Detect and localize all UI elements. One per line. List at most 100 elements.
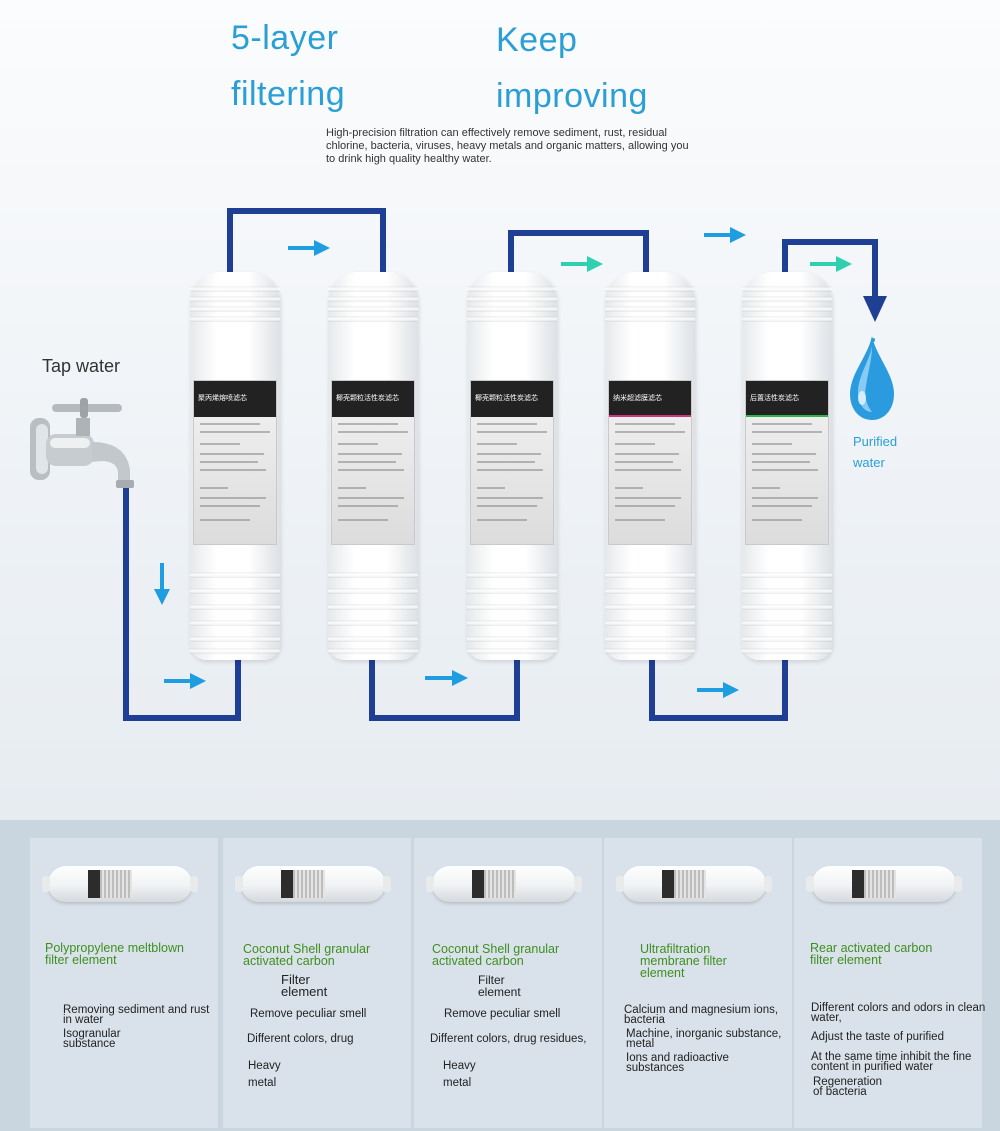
description-line-1: High-precision filtration can effectivel… [326, 127, 667, 139]
cartridge-ridge [190, 636, 280, 642]
cartridge-ridge [605, 636, 695, 642]
cartridge-label-text-line [200, 487, 228, 489]
card-2-title-line-1: Coconut Shell granular [243, 942, 371, 956]
cartridge-label-text-line [615, 469, 681, 471]
cartridge-ridge [328, 306, 418, 312]
cartridge-ridge [605, 316, 695, 322]
cartridge-ridge [605, 296, 695, 302]
card-4-text-2: bacteria [624, 1014, 665, 1026]
card-3-subtitle-line-1: Filter [478, 973, 505, 987]
card-4-text-3: Machine, inorganic substance, [626, 1028, 782, 1040]
headline-right-line-1: Keep [496, 21, 578, 59]
purified-water-label: Purified water [853, 431, 897, 473]
cartridge-ridge [190, 286, 280, 292]
cartridge-label: 纳米超滤膜滤芯 [608, 380, 692, 545]
cartridge-label-text-line [338, 497, 404, 499]
cartridge-ridge [190, 648, 280, 654]
cartridge-label-text-line [752, 423, 812, 425]
cartridge-label-text-line [477, 497, 543, 499]
card-1-text-1: Removing sediment and rust [63, 1004, 210, 1016]
card-1-text-3: Isogranular [63, 1028, 121, 1040]
cartridge-label-stripe [194, 415, 276, 417]
cartridge-label-text-line [477, 469, 543, 471]
card-5-text-a: Different colors and odors in clean wate… [811, 1002, 986, 1024]
cartridge-ridge [328, 636, 418, 642]
cartridge-label-title: 后置活性炭滤芯 [746, 381, 828, 415]
cartridge-label-text-line [752, 443, 792, 445]
cartridge-ridge [605, 648, 695, 654]
cartridge-ridge [328, 572, 418, 578]
card-5-text-5: content in purified water [811, 1061, 934, 1073]
description: High-precision filtration can effectivel… [326, 127, 736, 166]
cartridge-label-text-line [615, 519, 665, 521]
card-5-text-7: of bacteria [813, 1086, 867, 1098]
cartridge-label-text-line [338, 487, 366, 489]
cartridge-ridge [742, 588, 832, 594]
headline-right: Keep improving [496, 12, 648, 124]
card-5-text-1: Different colors and odors in clean [811, 1002, 986, 1014]
card-2-subtitle: Filter element [281, 972, 328, 999]
cartridge-label-text-line [477, 443, 517, 445]
card-5-title-line-1: Rear activated carbon [810, 941, 933, 955]
card-5-text-4: At the same time inhibit the fine [811, 1051, 972, 1063]
cartridge-ridge [467, 648, 557, 654]
mini-filter-image [806, 866, 962, 902]
cartridge-label-text-line [615, 423, 675, 425]
cartridge-label-stripe [332, 415, 414, 417]
card-4-title-line-3: element [640, 966, 685, 980]
cartridge-ridge [742, 604, 832, 610]
headline-left: 5-layer filtering [231, 10, 345, 122]
card-5-text-6: Regeneration [813, 1076, 883, 1088]
cartridge-label-text-line [752, 505, 812, 507]
cartridge-label-text-line [477, 461, 535, 463]
cartridge-label-title: 纳米超滤膜滤芯 [609, 381, 691, 415]
cartridge-label-text-line [615, 505, 675, 507]
cartridge-label-text-line [752, 461, 810, 463]
card-3-text-2: Different colors, drug residues, [430, 1033, 587, 1045]
cartridge-ridge [605, 588, 695, 594]
cartridge-ridge [190, 572, 280, 578]
card-2-subtitle-line-2: element [281, 984, 328, 999]
mini-filter-image [616, 866, 772, 902]
card-4-text-5: Ions and radioactive [626, 1052, 729, 1064]
purified-line-2: water [853, 455, 885, 470]
cartridge-label-text-line [200, 431, 270, 433]
cartridge-ridge [742, 648, 832, 654]
card-1-text-4: substance [63, 1038, 116, 1050]
cartridge-ridge [467, 620, 557, 626]
cartridge-ridge [328, 620, 418, 626]
cartridge-label-text-line [752, 469, 818, 471]
card-2-text-1: Remove peculiar smell [250, 1008, 367, 1020]
headline-left-line-1: 5-layer [231, 19, 339, 57]
cartridge-label: 椰壳颗粒活性炭滤芯 [331, 380, 415, 545]
cartridge-label-text-line [200, 443, 240, 445]
card-5-title-line-2: filter element [810, 953, 882, 967]
card-3-text-3: Heavy [443, 1060, 476, 1072]
cartridge-ridge [605, 604, 695, 610]
cartridge-ridge [605, 286, 695, 292]
card-2-text-4: metal [248, 1077, 277, 1089]
cartridge-ridge [742, 316, 832, 322]
cartridge-ridge [605, 572, 695, 578]
cartridge-ridge [467, 296, 557, 302]
cartridge-ridge [467, 604, 557, 610]
purified-line-1: Purified [853, 434, 898, 449]
info-card-4 [604, 838, 792, 1128]
cartridge-label-text-line [338, 461, 396, 463]
card-3-title-line-1: Coconut Shell granular [432, 942, 560, 956]
filter-cartridge-4: 纳米超滤膜滤芯 [605, 272, 695, 660]
card-3-text-b: Heavy metal [443, 1058, 476, 1092]
card-4-text-b: Machine, inorganic substance, metal [626, 1028, 782, 1050]
card-3-subtitle: Filter element [478, 974, 521, 998]
card-2-subtitle-line-1: Filter [281, 972, 310, 987]
cartridge-ridge [190, 604, 280, 610]
flow-diagram [30, 208, 894, 721]
card-4-title-line-1: Ultrafiltration [640, 942, 711, 956]
cartridge-label-stripe [471, 415, 553, 417]
cartridge-label-text-line [338, 443, 378, 445]
output-arrowhead [863, 296, 887, 322]
card-5-text-d: Regeneration of bacteria [813, 1076, 883, 1098]
tap-water-label: Tap water [42, 356, 121, 376]
cartridge-label-title: 椰壳颗粒活性炭滤芯 [332, 381, 414, 415]
cartridge-label-text-line [200, 469, 266, 471]
